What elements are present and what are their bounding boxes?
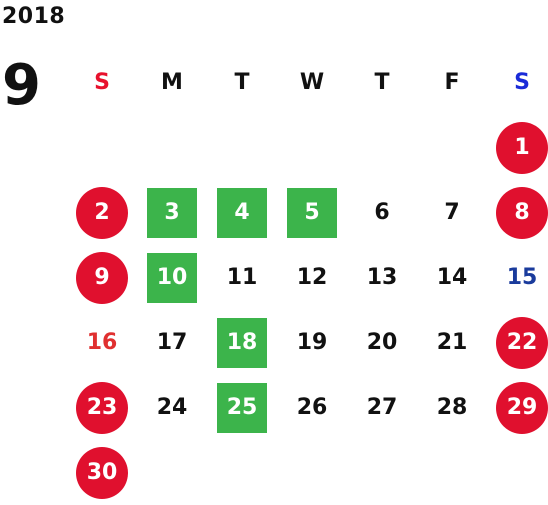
day-cell[interactable]: 28 [417,375,487,440]
day-number: 23 [76,381,128,434]
day-number: 26 [296,395,328,420]
day-cell[interactable]: 6 [347,180,417,245]
day-number: 27 [366,395,398,420]
weekday-header-thursday: T [374,70,390,95]
day-number: 18 [217,317,267,368]
day-number: 10 [147,252,197,303]
day-cell[interactable]: 5 [277,180,347,245]
day-cell[interactable]: 3 [137,180,207,245]
day-cell[interactable]: 19 [277,310,347,375]
month-label: 9 [2,53,41,118]
weekday-header-saturday: S [514,70,530,95]
day-number: 22 [496,316,548,369]
day-cell[interactable]: 1 [487,115,548,180]
day-cell[interactable]: 11 [207,245,277,310]
day-cell[interactable]: 2 [67,180,137,245]
day-number: 1 [496,121,548,174]
weekday-header-wednesday: W [299,70,325,95]
day-cell[interactable]: 10 [137,245,207,310]
day-number: 28 [436,395,468,420]
day-number: 7 [444,200,460,225]
day-number: 25 [217,382,267,433]
day-cell[interactable]: 27 [347,375,417,440]
day-cell[interactable]: 14 [417,245,487,310]
day-cell[interactable]: 17 [137,310,207,375]
day-cell[interactable]: 13 [347,245,417,310]
day-cell[interactable]: 9 [67,245,137,310]
day-number: 16 [86,330,118,355]
day-number: 15 [506,265,538,290]
day-cell[interactable]: 12 [277,245,347,310]
day-number: 20 [366,330,398,355]
weekday-header-monday: M [161,70,183,95]
day-number: 24 [156,395,188,420]
day-number: 5 [287,187,337,238]
weekday-header-tuesday: T [234,70,250,95]
day-number: 8 [496,186,548,239]
day-number: 29 [496,381,548,434]
day-cell[interactable]: 7 [417,180,487,245]
year-label: 2018 [2,4,66,29]
weekday-header-friday: F [444,70,460,95]
day-number: 9 [76,251,128,304]
day-cell[interactable]: 25 [207,375,277,440]
day-number: 12 [296,265,328,290]
day-number: 2 [76,186,128,239]
day-cell[interactable]: 23 [67,375,137,440]
day-number: 14 [436,265,468,290]
day-number: 30 [76,446,128,499]
day-cell[interactable]: 20 [347,310,417,375]
day-cell[interactable]: 18 [207,310,277,375]
day-cell[interactable]: 16 [67,310,137,375]
day-cell[interactable]: 8 [487,180,548,245]
day-number: 13 [366,265,398,290]
day-cell[interactable]: 4 [207,180,277,245]
day-number: 19 [296,330,328,355]
day-number: 11 [226,265,258,290]
day-cell[interactable]: 15 [487,245,548,310]
day-number: 21 [436,330,468,355]
day-number: 4 [217,187,267,238]
weekday-header-sunday: S [94,70,110,95]
day-cell[interactable]: 30 [67,440,137,505]
day-number: 17 [156,330,188,355]
day-number: 3 [147,187,197,238]
day-cell[interactable]: 26 [277,375,347,440]
day-cell[interactable]: 21 [417,310,487,375]
day-cell[interactable]: 24 [137,375,207,440]
day-number: 6 [374,200,390,225]
day-cell[interactable]: 22 [487,310,548,375]
day-cell[interactable]: 29 [487,375,548,440]
